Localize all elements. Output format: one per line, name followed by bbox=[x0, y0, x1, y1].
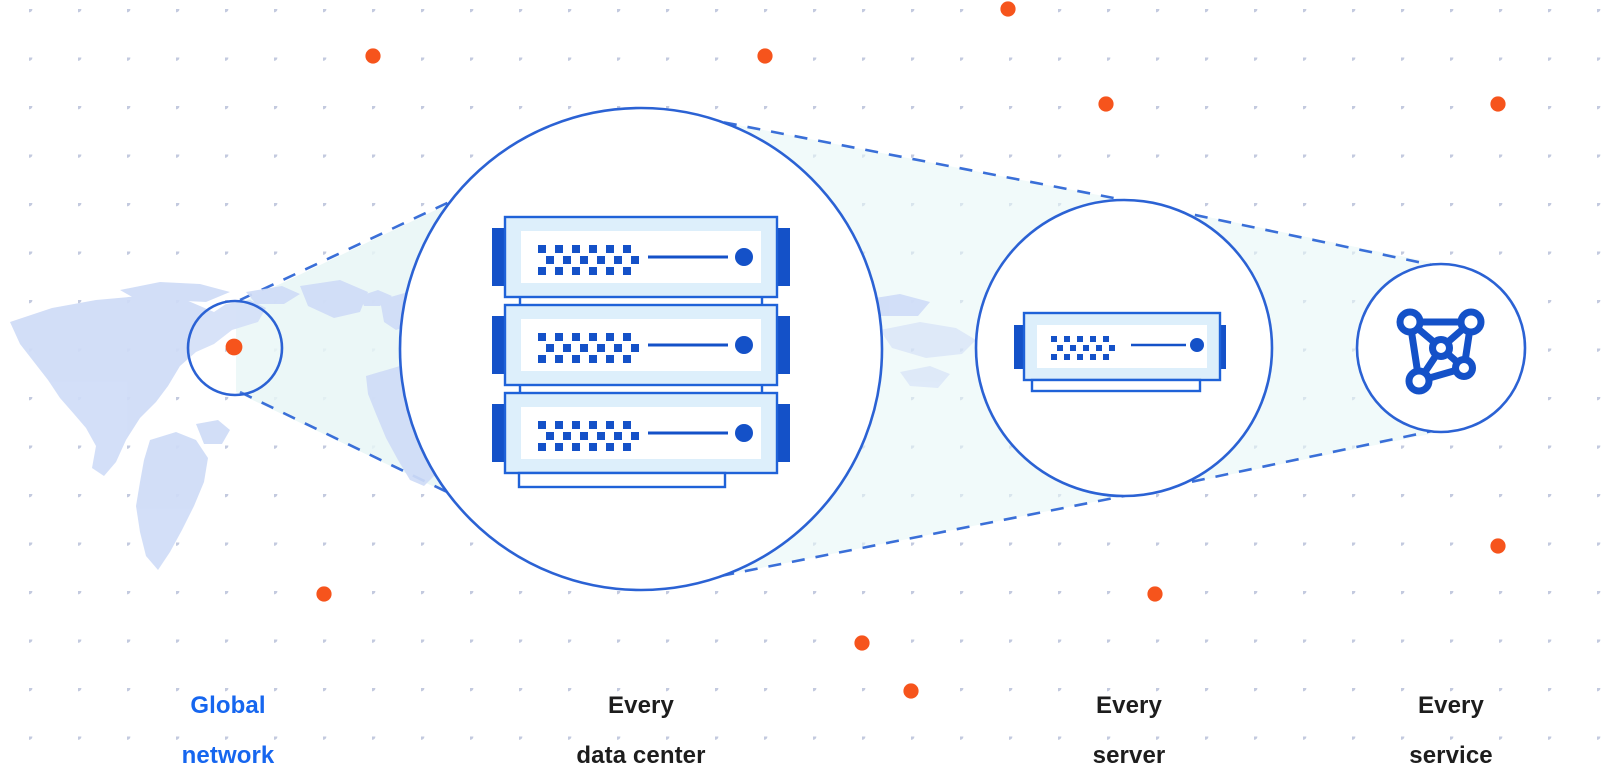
mesh-network-icon[interactable] bbox=[1396, 308, 1485, 395]
rack-base bbox=[517, 471, 727, 489]
orange-accent-dot bbox=[365, 48, 381, 64]
orange-accent-dot bbox=[1490, 96, 1506, 112]
world-map-icon-far-right bbox=[880, 322, 976, 388]
orange-accent-dot bbox=[854, 635, 870, 651]
rack-led-grid-3 bbox=[538, 421, 639, 451]
dashed-guide-upper bbox=[239, 106, 1438, 302]
orange-accent-dot bbox=[1000, 1, 1016, 17]
rack-led-grid-1 bbox=[538, 245, 639, 275]
orange-accent-dot bbox=[757, 48, 773, 64]
rack-unit-1 bbox=[492, 215, 790, 299]
orange-accent-dot bbox=[1147, 586, 1163, 602]
orange-accent-dot bbox=[316, 586, 332, 602]
location-pin-dot[interactable] bbox=[225, 338, 243, 356]
rack-unit-2 bbox=[492, 303, 790, 387]
rack-unit-3 bbox=[492, 391, 790, 475]
orange-accent-dot bbox=[1098, 96, 1114, 112]
orange-accent-dot bbox=[903, 683, 919, 699]
rack-led-grid-2 bbox=[538, 333, 639, 363]
server-rack-icon[interactable] bbox=[492, 215, 790, 489]
orange-accent-dot bbox=[1490, 538, 1506, 554]
single-server-icon[interactable] bbox=[1014, 311, 1226, 393]
server-base bbox=[1030, 378, 1202, 393]
server-led-grid bbox=[1051, 336, 1115, 360]
